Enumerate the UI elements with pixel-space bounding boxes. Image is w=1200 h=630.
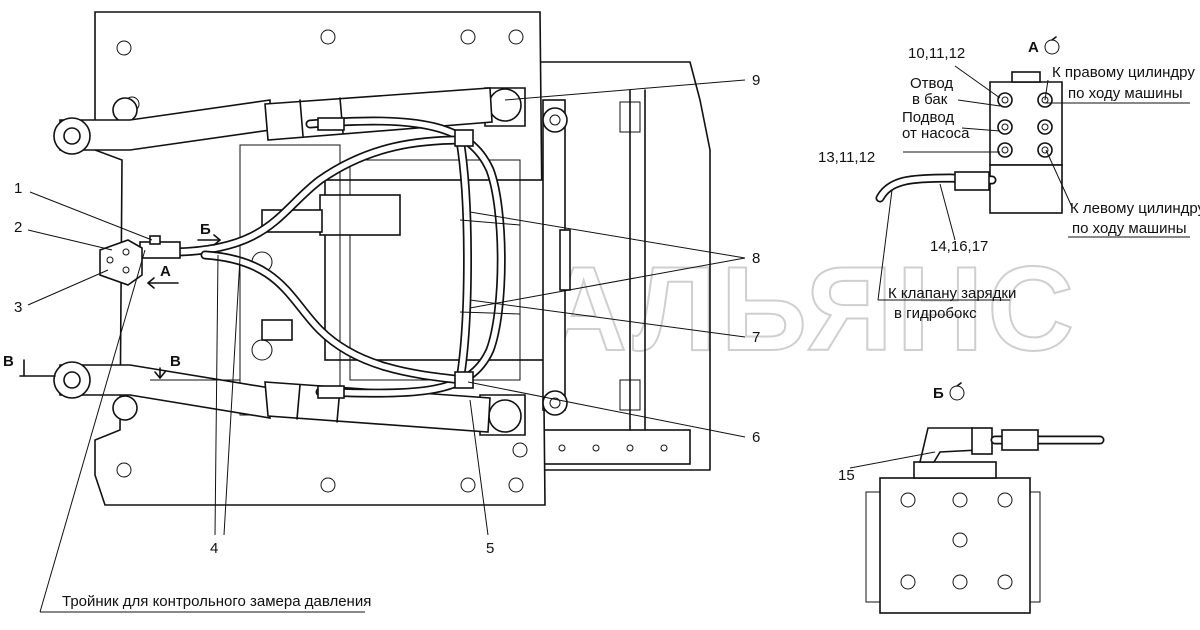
view-marker-v-left: В [3, 353, 14, 370]
supply-label-line1: Подвод [902, 109, 954, 126]
chassis-frame [529, 61, 711, 471]
callout-6: 6 [752, 429, 760, 446]
hydraulic-hoses [170, 116, 506, 399]
rotation-icon [949, 382, 965, 401]
view-marker-v-right: В [170, 353, 181, 370]
left-cylinder-label-line1: К левому цилиндру [1070, 200, 1200, 217]
view-a-detail: А [875, 36, 1190, 301]
callout-3: 3 [14, 299, 22, 316]
callout-7: 7 [752, 329, 760, 346]
view-arrow-a [147, 277, 179, 289]
valve-label-line2: в гидробокс [894, 305, 977, 322]
right-cylinder-label-line1: К правому цилиндру [1052, 64, 1195, 81]
callout-4: 4 [210, 540, 218, 557]
callout-1: 1 [14, 180, 22, 197]
belt-drive [542, 99, 571, 416]
view-b-title: Б [933, 385, 944, 402]
callout-13-11-12: 13,11,12 [818, 149, 875, 166]
drain-label-line1: Отвод [910, 75, 953, 92]
top-link-arm [53, 99, 271, 155]
callout-5: 5 [486, 540, 494, 557]
bottom-link-arm [53, 361, 271, 419]
callout-15: 15 [838, 467, 855, 484]
valve-label-line1: К клапану зарядки [888, 285, 1016, 302]
view-arrow-v-left [19, 359, 56, 377]
callout-9: 9 [752, 72, 760, 89]
view-arrow-b [197, 234, 221, 246]
callout-10-11-12: 10,11,12 [908, 45, 965, 62]
callout-2: 2 [14, 219, 22, 236]
view-marker-b: Б [200, 221, 211, 238]
view-a-title: А [1028, 39, 1039, 56]
pressure-test-tee [99, 235, 181, 286]
callout-8: 8 [752, 250, 760, 267]
tee-label: Тройник для контрольного замера давления [62, 593, 371, 610]
plate-holes [116, 29, 528, 493]
leader-lines [27, 79, 746, 613]
supply-label-line2: от насоса [902, 125, 970, 142]
rotation-icon [1044, 36, 1060, 55]
right-cylinder-label-line2: по ходу машины [1068, 85, 1183, 102]
view-arrow-v-right [150, 367, 240, 381]
view-marker-a: А [160, 263, 171, 280]
view-b-detail: Б [849, 382, 1105, 614]
callout-14-16-17: 14,16,17 [930, 238, 988, 255]
drain-label-line2: в бак [912, 91, 948, 108]
left-cylinder-label-line2: по ходу машины [1072, 220, 1187, 237]
main-assembly [53, 11, 711, 506]
